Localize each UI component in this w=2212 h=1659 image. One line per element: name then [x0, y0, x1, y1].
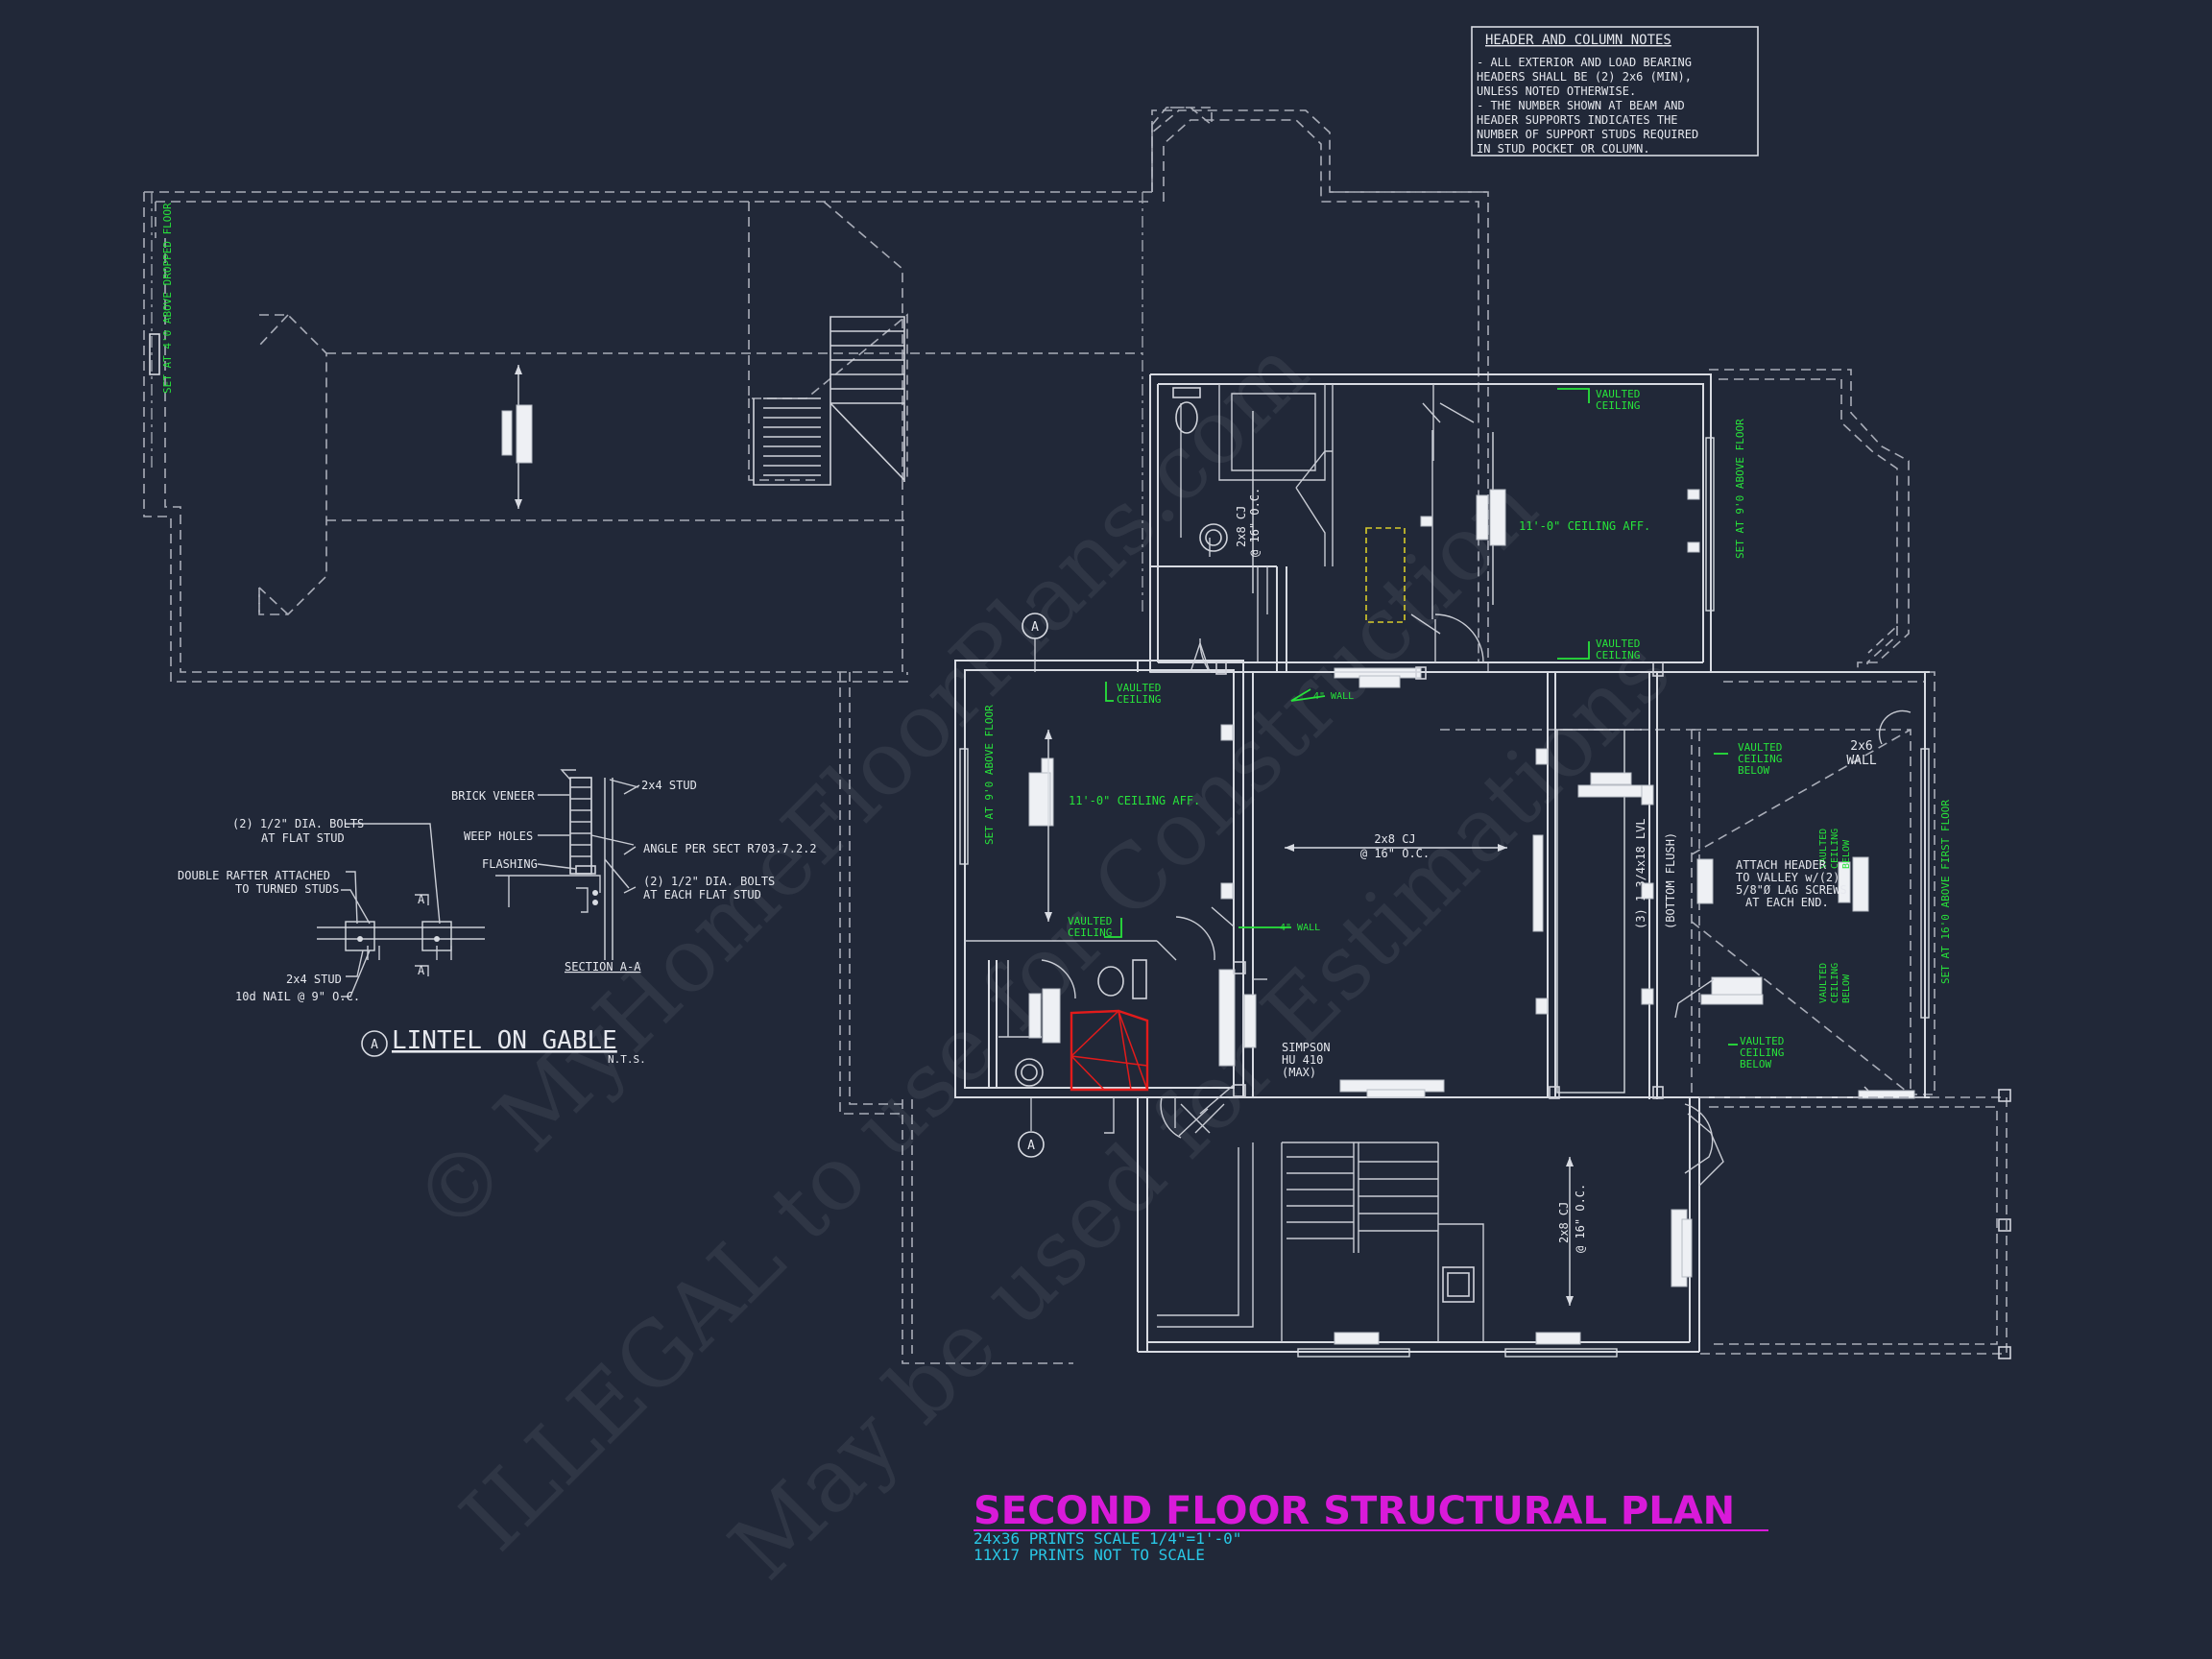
svg-text:A: A: [1031, 620, 1039, 635]
svg-text:BELOW: BELOW: [1841, 974, 1852, 1003]
scale-line: 24x36 PRINTS SCALE 1/4"=1'-0": [974, 1529, 1241, 1548]
oc-label-loft: @ 16" O.C.: [1360, 847, 1430, 860]
header-column-notes: HEADER AND COLUMN NOTES - ALL EXTERIOR A…: [1471, 26, 1759, 156]
svg-text:CEILING: CEILING: [1740, 1046, 1784, 1059]
set-at-16-label: SET AT 16'0 ABOVE FIRST FLOOR: [1939, 800, 1952, 984]
svg-text:VAULTED: VAULTED: [1596, 637, 1640, 650]
svg-text:(2) 1/2" DIA. BOLTS: (2) 1/2" DIA. BOLTS: [643, 875, 775, 888]
svg-text:WEEP HOLES: WEEP HOLES: [464, 830, 533, 843]
oc-label-upper: @ 16" O.C.: [1248, 488, 1262, 557]
svg-text:(2) 1/2" DIA. BOLTS: (2) 1/2" DIA. BOLTS: [232, 817, 364, 830]
svg-text:BELOW: BELOW: [1738, 764, 1769, 777]
wall-2x6-label: 2x6: [1850, 739, 1872, 754]
svg-text:VAULTED: VAULTED: [1818, 829, 1829, 869]
attach-header-note: ATTACH HEADER: [1736, 858, 1827, 872]
svg-text:CEILING: CEILING: [1830, 829, 1840, 869]
svg-text:VAULTED: VAULTED: [1068, 915, 1112, 927]
svg-text:A: A: [371, 1038, 378, 1052]
bottom-flush-label: (BOTTOM FLUSH): [1664, 832, 1677, 929]
set-at-4-above-dropped-floor: SET AT 4'0 ABOVE DROPPED FLOOR: [161, 203, 174, 394]
svg-text:TO TURNED STUDS: TO TURNED STUDS: [235, 882, 339, 896]
green-annotations: VAULTED CEILING 11'-0" CEILING AFF. VAUL…: [983, 388, 1952, 1070]
notes-line: NUMBER OF SUPPORT STUDS REQUIRED: [1477, 128, 1698, 141]
svg-text:DOUBLE RAFTER ATTACHED: DOUBLE RAFTER ATTACHED: [178, 869, 330, 882]
cj-label-lower: 2x8 CJ: [1557, 1202, 1571, 1243]
svg-text:ANGLE PER SECT R703.7.2.2: ANGLE PER SECT R703.7.2.2: [643, 842, 817, 855]
svg-text:(MAX): (MAX): [1282, 1066, 1316, 1079]
svg-text:2x4 STUD: 2x4 STUD: [641, 779, 697, 792]
white-annotations: 2x8 CJ @ 16" O.C. 2x8 CJ @ 16" O.C. (3) …: [1235, 488, 1877, 1253]
lintel-title: LINTEL ON GABLE: [392, 1026, 617, 1055]
svg-text:HU 410: HU 410: [1282, 1053, 1323, 1067]
svg-text:A: A: [418, 893, 425, 906]
notes-line: HEADER SUPPORTS INDICATES THE: [1477, 113, 1678, 127]
svg-text:10d NAIL @ 9" O.C.: 10d NAIL @ 9" O.C.: [235, 990, 360, 1003]
oc-label-lower: @ 16" O.C.: [1574, 1184, 1587, 1253]
svg-text:CEILING: CEILING: [1068, 926, 1112, 939]
lintel-detail: A A BRICK VENEER 2x4 STUD WEEP HOLES FLA…: [178, 769, 817, 1066]
joist-arrows: [515, 365, 1700, 1306]
svg-text:AT EACH FLAT STUD: AT EACH FLAT STUD: [643, 888, 761, 902]
upper-stair: [753, 316, 905, 486]
svg-text:VAULTED: VAULTED: [1596, 388, 1640, 400]
notes-line: HEADERS SHALL BE (2) 2x6 (MIN),: [1477, 70, 1692, 84]
svg-text:VAULTED: VAULTED: [1818, 963, 1829, 1003]
svg-text:AT FLAT STUD: AT FLAT STUD: [261, 831, 345, 845]
svg-text:FLASHING: FLASHING: [482, 857, 538, 871]
svg-text:CEILING: CEILING: [1596, 399, 1640, 412]
svg-text:SET AT 4'0 ABOVE DROPPED FLOOR: SET AT 4'0 ABOVE DROPPED FLOOR: [161, 203, 174, 394]
svg-text:CEILING: CEILING: [1830, 963, 1840, 1003]
section-marker-top: A: [1022, 613, 1048, 672]
svg-text:VAULTED: VAULTED: [1117, 682, 1161, 694]
cj-label-loft: 2x8 CJ: [1374, 832, 1415, 846]
svg-text:A: A: [1027, 1139, 1035, 1153]
left-wing-walls: [149, 192, 1143, 614]
svg-text:CEILING: CEILING: [1738, 753, 1782, 765]
svg-text:N.T.S.: N.T.S.: [608, 1053, 646, 1066]
section-marker-bottom: A: [1018, 1097, 1045, 1158]
cj-label-upper: 2x8 CJ: [1235, 506, 1248, 547]
title-block: SECOND FLOOR STRUCTURAL PLAN 24x36 PRINT…: [974, 1489, 1768, 1564]
notes-title: HEADER AND COLUMN NOTES: [1485, 33, 1671, 48]
plan-title: SECOND FLOOR STRUCTURAL PLAN: [974, 1489, 1735, 1533]
notes-line: IN STUD POCKET OR COLUMN.: [1477, 142, 1650, 156]
svg-text:2x4 STUD: 2x4 STUD: [286, 973, 342, 986]
wall-4-label-2: 4" WALL: [1280, 923, 1320, 933]
svg-text:BELOW: BELOW: [1841, 839, 1852, 869]
lvl-label: (3) 1 3/4x18 LVL: [1634, 818, 1647, 929]
svg-text:VAULTED: VAULTED: [1740, 1035, 1784, 1047]
scale-line-2: 11X17 PRINTS NOT TO SCALE: [974, 1546, 1205, 1564]
left-wing-beam: [501, 365, 533, 509]
svg-text:A: A: [418, 964, 425, 977]
simpson-note: SIMPSON: [1282, 1041, 1331, 1054]
svg-text:CEILING: CEILING: [1596, 649, 1640, 661]
svg-text:CEILING: CEILING: [1117, 693, 1161, 706]
notes-line: - THE NUMBER SHOWN AT BEAM AND: [1477, 99, 1685, 112]
notes-line: - ALL EXTERIOR AND LOAD BEARING: [1477, 56, 1692, 69]
set-at-9-master: SET AT 9'0 ABOVE FLOOR: [1734, 419, 1746, 559]
svg-text:SECTION A-A: SECTION A-A: [565, 960, 641, 974]
svg-text:BELOW: BELOW: [1740, 1058, 1771, 1070]
svg-text:WALL: WALL: [1846, 754, 1876, 768]
svg-text:AT EACH END.: AT EACH END.: [1745, 896, 1829, 909]
wall-4-label: 4" WALL: [1313, 691, 1354, 702]
notes-line: UNLESS NOTED OTHERWISE.: [1477, 84, 1636, 98]
bedroom2-ceiling-label: 11'-0" CEILING AFF.: [1069, 794, 1200, 807]
svg-text:VAULTED: VAULTED: [1738, 741, 1782, 754]
set-at-9-bedroom2: SET AT 9'0 ABOVE FLOOR: [983, 705, 996, 845]
svg-text:BRICK VENEER: BRICK VENEER: [451, 789, 535, 803]
svg-text:TO VALLEY w/(2): TO VALLEY w/(2): [1736, 871, 1839, 884]
second-floor-walls: [954, 373, 2011, 1359]
svg-text:5/8"Ø LAG SCREWS: 5/8"Ø LAG SCREWS: [1736, 883, 1847, 897]
master-ceiling-label: 11'-0" CEILING AFF.: [1519, 519, 1650, 533]
